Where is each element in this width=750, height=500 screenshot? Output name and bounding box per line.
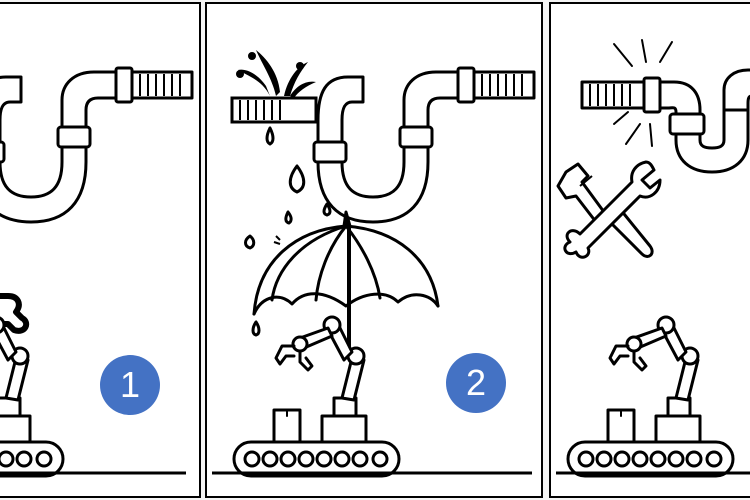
panel-2: [212, 50, 536, 478]
water-drop-icon: [244, 126, 332, 337]
umbrella-icon: [252, 210, 440, 354]
step-number: 2: [465, 362, 487, 403]
pipe-icon: [230, 96, 318, 124]
wrench-icon: [0, 293, 30, 334]
panel-3: [556, 39, 750, 478]
pipe-icon: [580, 68, 750, 174]
pipe-wrench-icon: [556, 162, 654, 258]
panel-1: [0, 66, 194, 478]
step-number: 1: [119, 364, 141, 405]
step-badge-2: 2: [446, 353, 506, 413]
sparkle-icon: [613, 39, 673, 147]
wrench-icon: [563, 160, 662, 259]
step-badge-1: 1: [100, 355, 160, 415]
water-splash-icon: [236, 50, 316, 98]
